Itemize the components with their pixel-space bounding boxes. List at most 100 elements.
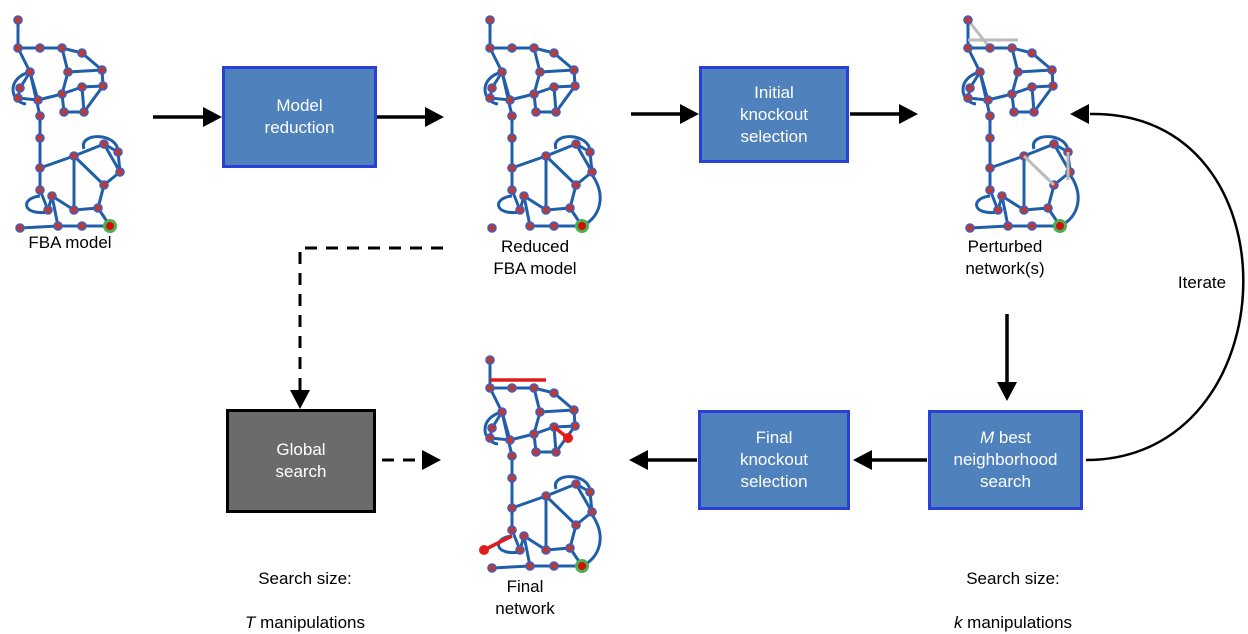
network-edge [522,195,532,227]
arrow-initial-to-perturbed [850,104,918,124]
network-arc [961,70,981,106]
final-network [479,355,602,573]
network-node [97,65,107,75]
network-node [963,93,973,103]
network-node [35,185,45,195]
network-node [1007,89,1017,99]
arrow-reduced-to-initial [631,104,699,124]
network-node [1013,67,1023,77]
arrow-fba-to-reduction [153,107,222,127]
network-node [983,95,993,105]
network-node [570,421,580,431]
network-node [487,563,497,573]
network-node [975,67,985,77]
left-search-size-title: Search size: [258,569,352,588]
iterate-label: Iterate [1177,273,1227,292]
global-search-label: Global search [275,440,327,481]
network-edge [554,85,577,113]
network-node [77,48,87,58]
network-node [571,139,581,149]
network-node [535,407,545,417]
removed-edge [966,19,992,49]
network-edge [491,564,531,570]
network-edge [574,483,594,513]
reduced-fba-model-caption: Reduced FBA model [493,237,577,278]
network-node [99,180,109,190]
network-node [571,180,581,190]
network-node [35,163,45,173]
right-search-size-title: Search size: [966,569,1060,588]
network-node [587,507,597,517]
network-node [529,43,539,53]
pipeline-diagram [11,15,1245,573]
network-edge [511,154,547,170]
m-best-rest: best neighborhood search [953,428,1058,491]
network-node [531,107,541,117]
network-edge [544,494,578,527]
network-node [115,167,125,177]
network-node [551,107,561,117]
network-node [515,545,525,555]
network-arc [554,135,592,153]
network-node [485,15,495,25]
network-node [1027,82,1037,92]
network-node [57,89,67,99]
network-node [529,89,539,99]
network-node [1047,65,1057,75]
network-node [531,447,541,457]
network-edge [1032,85,1055,113]
network-edge [539,408,575,414]
network-node [1003,221,1013,231]
network-edge [50,195,60,227]
network-node [569,405,579,415]
network-node [1019,205,1029,215]
network-node [25,67,35,77]
network-node [549,561,559,571]
network-node [997,191,1007,201]
network-node [13,93,23,103]
network-node [541,491,551,501]
network-node [507,111,517,121]
network-node [993,205,1003,215]
network-node [35,43,45,53]
network-edge [978,71,992,117]
network-edge [82,85,105,113]
arrow-mbest-to-final-knockout [853,450,927,470]
network-node [47,191,57,201]
network-edge [522,535,532,567]
network-node [15,223,25,233]
network-node [79,107,89,117]
left-search-rest: manipulations [255,613,365,632]
network-node [1043,203,1053,213]
reduced-fba-model-network [483,15,602,233]
network-node [63,67,73,77]
network-node [587,167,597,177]
network-node [551,447,561,457]
network-edge [500,71,514,117]
network-node [515,205,525,215]
network-node [98,81,108,91]
network-node [507,163,517,173]
network-arc [497,194,521,215]
network-node [485,93,495,103]
left-search-variable: T [244,613,256,632]
network-node [549,82,559,92]
network-node [43,205,53,215]
network-node [565,203,575,213]
network-arc [1032,135,1070,153]
network-edge [969,224,1009,230]
network-node [1029,107,1039,117]
network-node [99,139,109,149]
network-node [1027,221,1037,231]
right-search-rest: manipulations [962,613,1073,632]
network-edge [989,154,1025,170]
network-node [77,221,87,231]
network-node [985,43,995,53]
network-node [535,67,545,77]
network-edge [1023,142,1055,158]
network-node [529,383,539,393]
network-node [507,451,517,461]
final-knockout-label: Final knockout selection [739,428,809,491]
network-edge [574,143,594,173]
network-node [963,15,973,25]
